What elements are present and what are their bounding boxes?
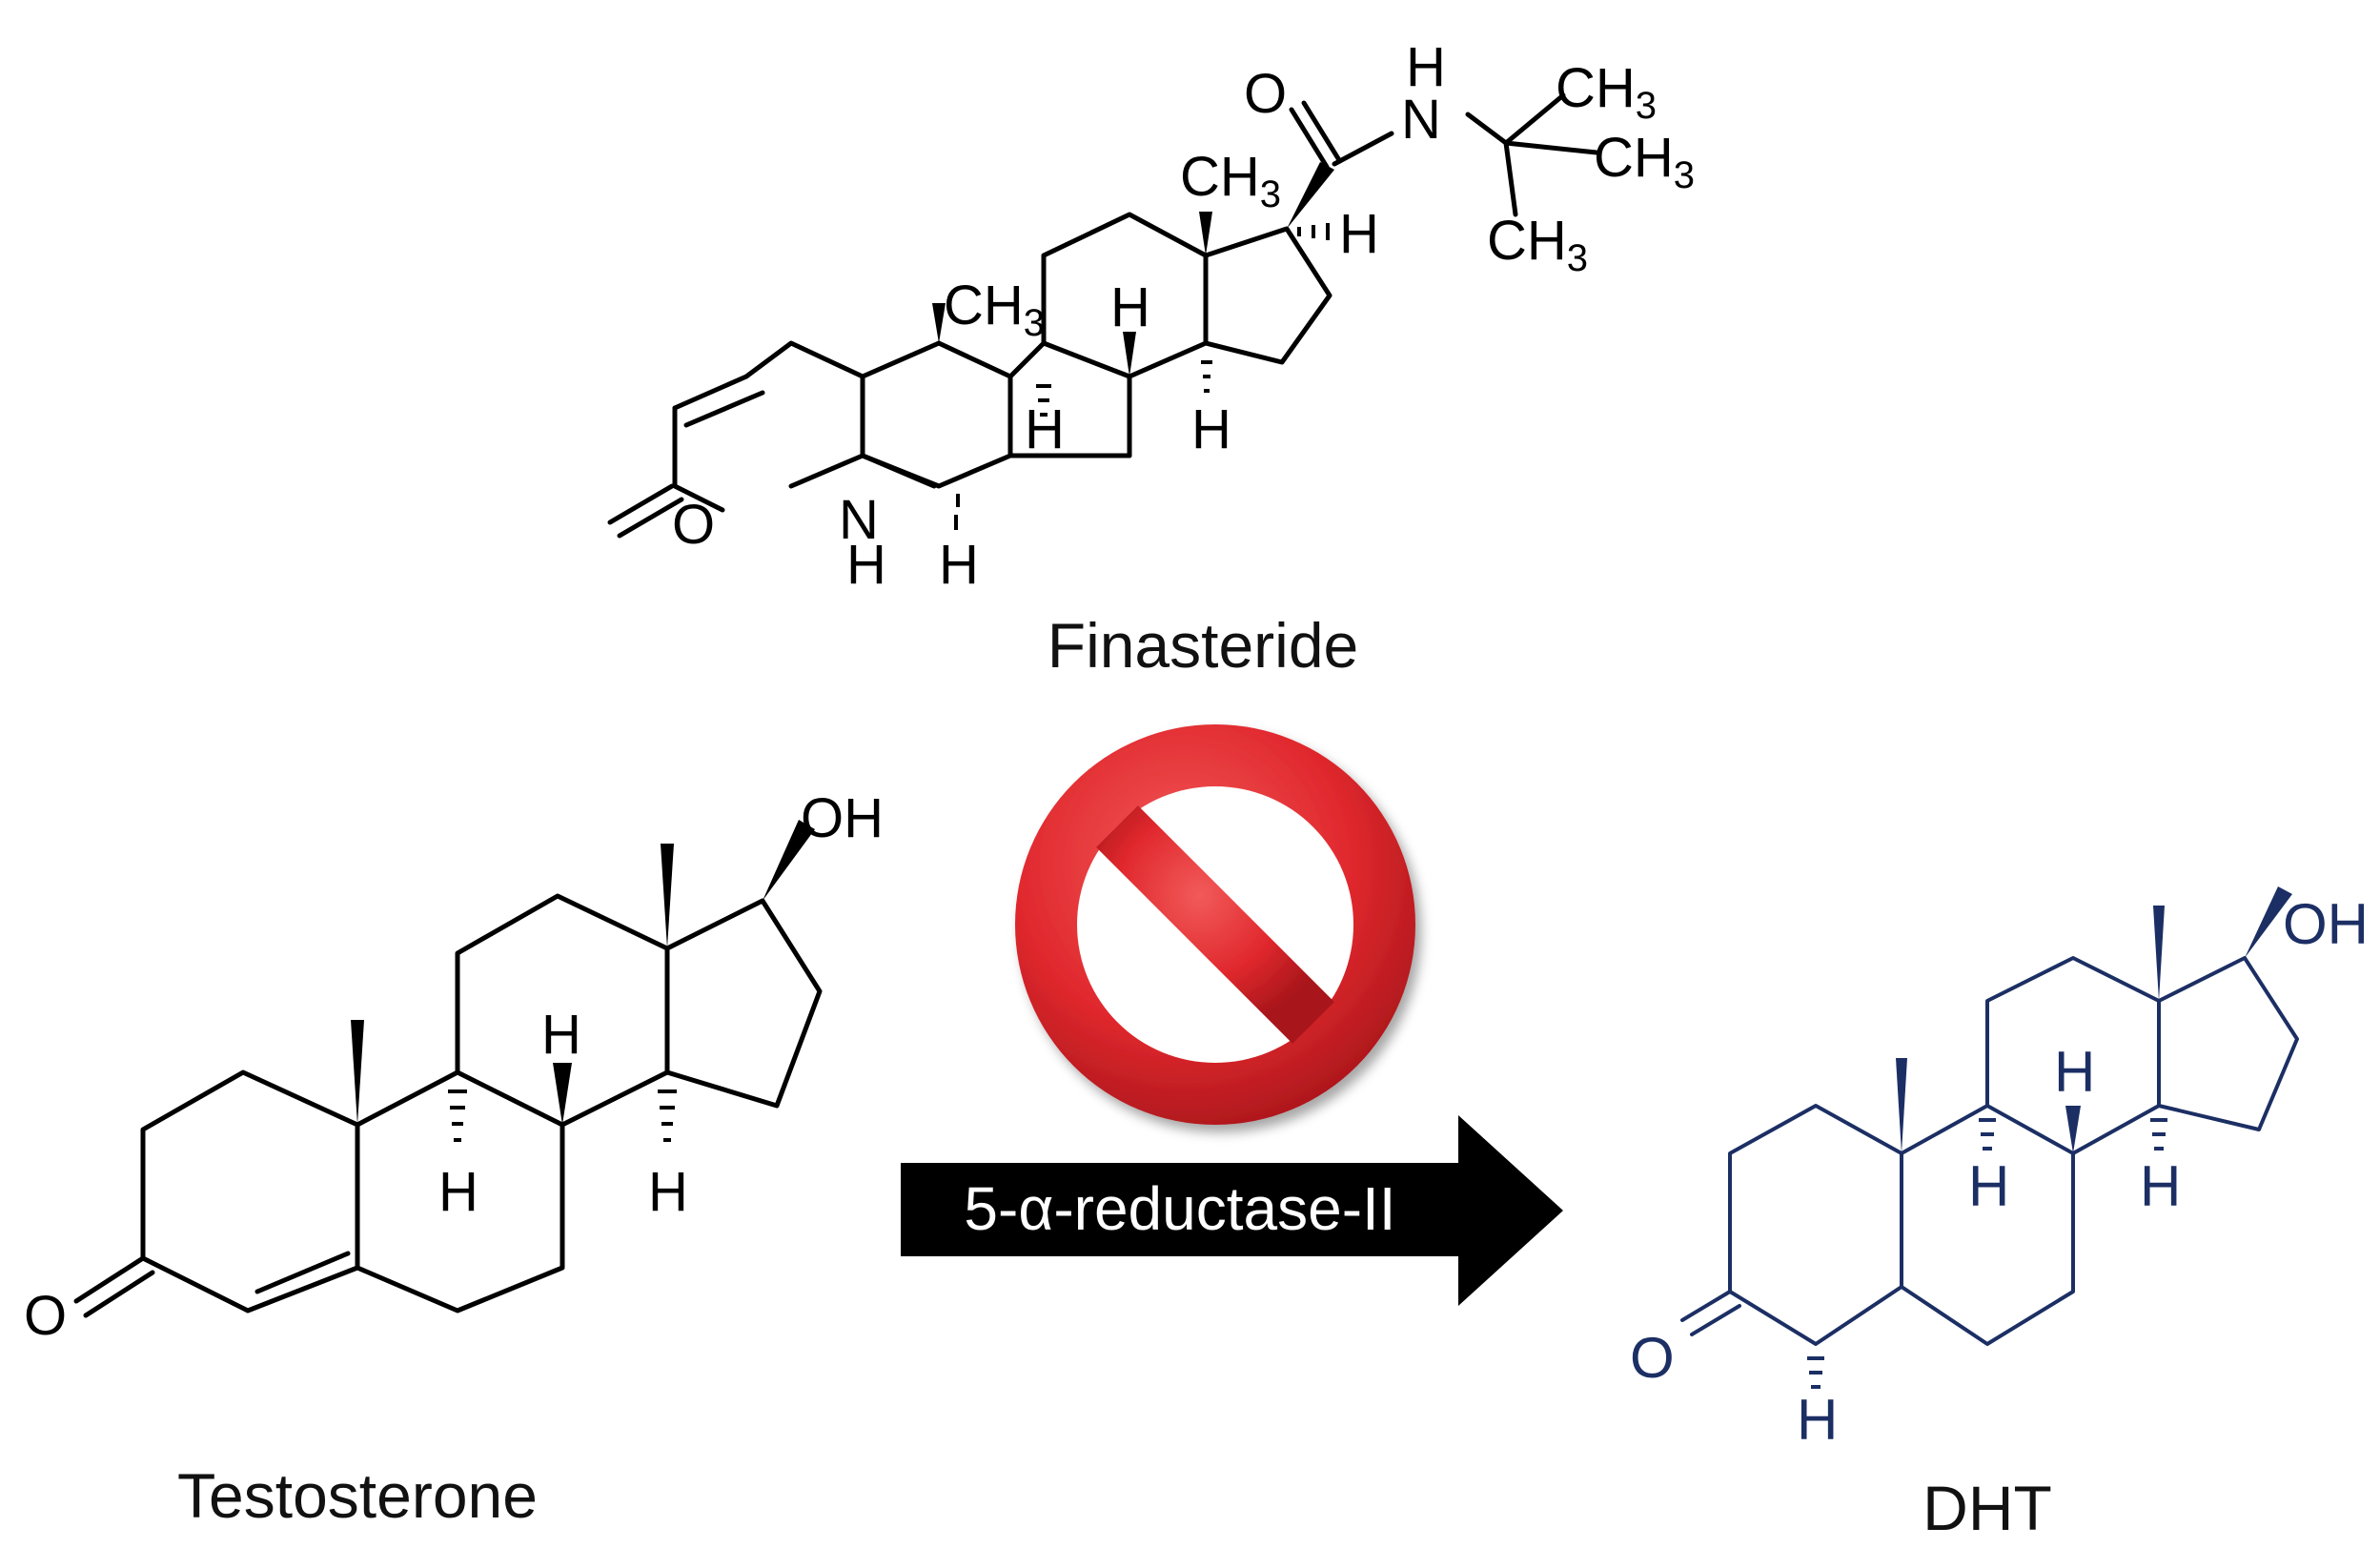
- finasteride-h5: H: [939, 534, 979, 596]
- dht-keto-oxygen: O: [1630, 1326, 1675, 1390]
- finasteride-c18-methyl: CH3: [1180, 146, 1281, 215]
- dht-h14: H: [2140, 1154, 2181, 1218]
- finasteride-amide-hydrogen: H: [1406, 36, 1446, 98]
- finasteride-amide-nitrogen: N: [1401, 89, 1441, 151]
- testosterone-structure: O OH H H H: [24, 787, 884, 1347]
- finasteride-h9: H: [1025, 398, 1065, 460]
- finasteride-structure: O N H H CH3 H H H CH3 H O H N CH3 CH3 CH…: [607, 36, 1695, 596]
- testosterone-h9: H: [438, 1161, 478, 1223]
- testosterone-hydroxyl: OH: [801, 787, 884, 849]
- enzyme-label: 5-α-reductase-II: [964, 1174, 1395, 1243]
- finasteride-ring-nitrogen-hydrogen: H: [846, 534, 886, 596]
- finasteride-h14: H: [1191, 398, 1231, 460]
- testosterone-label: Testosterone: [177, 1460, 538, 1531]
- finasteride-tbutyl-methyl-bottom: CH3: [1487, 210, 1588, 279]
- finasteride-tbutyl-methyl-top: CH3: [1556, 57, 1657, 127]
- finasteride-keto-oxygen: O: [672, 494, 715, 556]
- dht-h8: H: [2054, 1040, 2095, 1104]
- testosterone-h14: H: [648, 1161, 688, 1223]
- testosterone-h8: H: [541, 1004, 581, 1066]
- testosterone-keto-oxygen: O: [24, 1285, 67, 1347]
- dht-h9: H: [1968, 1154, 2009, 1218]
- dht-label: DHT: [1922, 1473, 2052, 1543]
- prohibition-sign-icon: [1015, 724, 1415, 1125]
- dht-h5: H: [1797, 1388, 1838, 1452]
- dht-hydroxyl: OH: [2283, 892, 2369, 956]
- finasteride-h17: H: [1339, 203, 1379, 265]
- dht-structure: O OH H H H H: [1630, 886, 2369, 1452]
- finasteride-amide-oxygen: O: [1244, 63, 1287, 125]
- finasteride-h8: H: [1110, 276, 1150, 338]
- finasteride-ring-nitrogen: N: [839, 489, 879, 551]
- finasteride-tbutyl-methyl-right: CH3: [1594, 127, 1695, 196]
- finasteride-c19-methyl: CH3: [944, 275, 1045, 344]
- reaction-arrow: 5-α-reductase-II: [901, 1115, 1563, 1306]
- finasteride-label: Finasteride: [1048, 610, 1359, 681]
